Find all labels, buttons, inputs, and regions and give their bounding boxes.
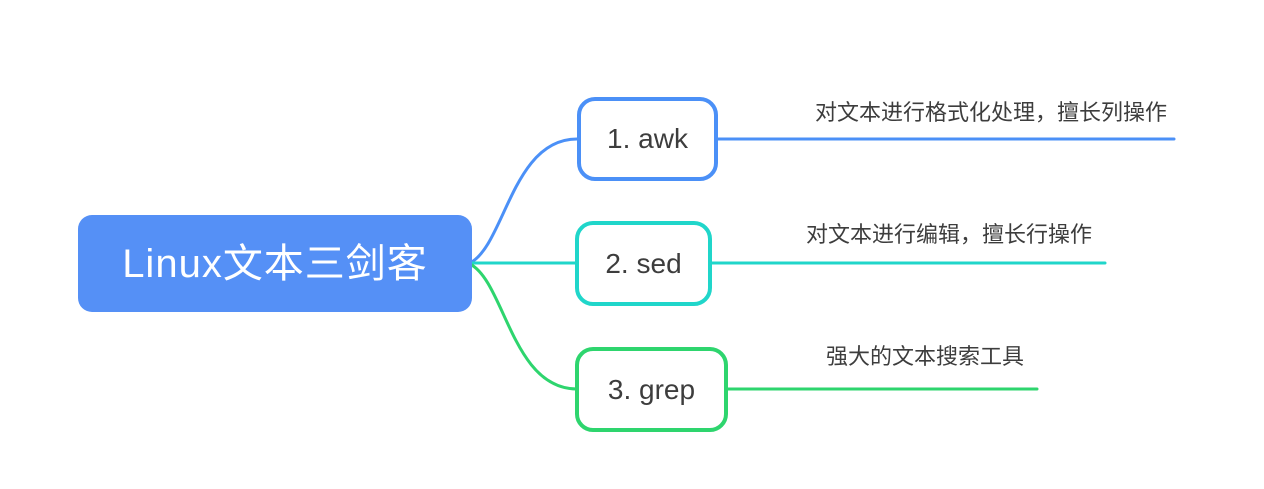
node-awk-label: 1. awk xyxy=(607,123,688,154)
node-grep[interactable]: 3. grep xyxy=(575,347,728,432)
caption-grep[interactable]: 强大的文本搜索工具 xyxy=(826,344,1025,369)
node-awk[interactable]: 1. awk xyxy=(577,97,718,181)
node-sed-label: 2. sed xyxy=(605,247,682,279)
root-node-label: Linux文本三剑客 xyxy=(122,241,428,286)
connector-root-grep xyxy=(468,262,579,391)
caption-awk[interactable]: 对文本进行格式化处理，擅长列操作 xyxy=(815,100,1168,125)
connector-root-awk xyxy=(468,137,579,265)
caption-sed[interactable]: 对文本进行编辑，擅长行操作 xyxy=(806,222,1093,247)
node-grep-label: 3. grep xyxy=(607,373,696,405)
node-sed[interactable]: 2. sed xyxy=(575,221,712,306)
root-node[interactable]: Linux文本三剑客 xyxy=(78,215,472,312)
